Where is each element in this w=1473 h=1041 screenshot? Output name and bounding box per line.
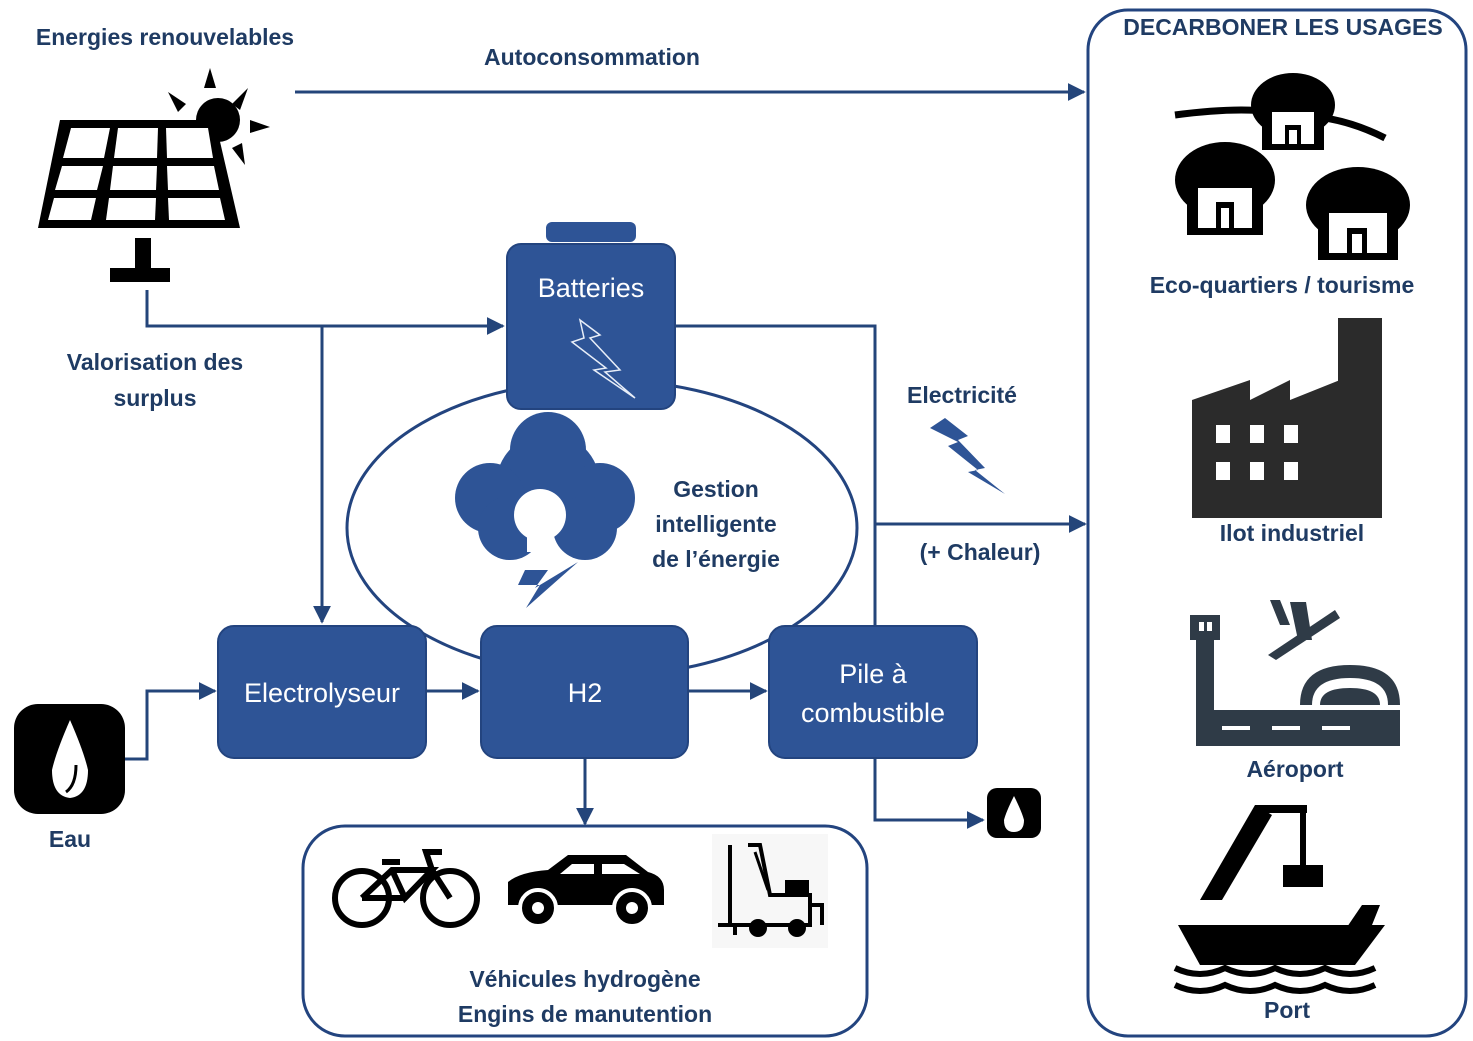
houses-icon: [1174, 73, 1410, 260]
pile-label-line1: Pile à: [839, 659, 908, 689]
electrolyseur-label: Electrolyseur: [244, 678, 400, 708]
water-drop-icon: [987, 788, 1041, 838]
valorisation-label-line2: surplus: [113, 385, 196, 411]
batteries-box: [506, 222, 676, 410]
electricite-label: Electricité: [907, 382, 1017, 408]
usage-label: Eco-quartiers / tourisme: [1150, 272, 1415, 298]
water-drop-icon: [14, 704, 125, 814]
pile-box: [768, 625, 978, 759]
gestion-label-line3: de l’énergie: [652, 546, 780, 572]
solar-panel-icon: [38, 68, 270, 282]
vehicules-label-line1: Véhicules hydrogène: [469, 966, 700, 992]
port-icon: [1173, 805, 1385, 994]
airport-icon: [1190, 600, 1400, 746]
chaleur-label: (+ Chaleur): [920, 539, 1041, 565]
usages-title: DECARBONER LES USAGES: [1123, 14, 1442, 40]
forklift-icon: [712, 834, 828, 948]
bicycle-icon: [332, 849, 480, 928]
valorisation-label-line1: Valorisation des: [67, 349, 243, 375]
energies-label: Energies renouvelables: [36, 24, 294, 50]
autoconsommation-label: Autoconsommation: [484, 44, 700, 70]
lightning-icon: [930, 418, 1005, 494]
vehicules-label-line2: Engins de manutention: [458, 1001, 712, 1027]
eau-label: Eau: [49, 826, 91, 852]
pile-label-line2: combustible: [801, 698, 945, 728]
idea-cloud-icon: [455, 412, 635, 608]
factory-icon: [1192, 318, 1382, 518]
usage-label: Port: [1264, 997, 1310, 1023]
usage-label: Aéroport: [1246, 756, 1343, 782]
car-icon: [508, 855, 664, 928]
pile-to-water-arrow: [873, 758, 985, 829]
eau-to-electrolyseur-arrow: [125, 682, 217, 761]
batteries-label: Batteries: [538, 273, 645, 303]
surplus-to-batteries-arrow: [145, 290, 505, 335]
gestion-label-line2: intelligente: [655, 511, 776, 537]
gestion-label-line1: Gestion: [673, 476, 759, 502]
usage-label: Ilot industriel: [1220, 520, 1364, 546]
vehicles-panel: [301, 824, 869, 1038]
usages-panel: [1086, 8, 1468, 1038]
h2-label: H2: [568, 678, 603, 708]
